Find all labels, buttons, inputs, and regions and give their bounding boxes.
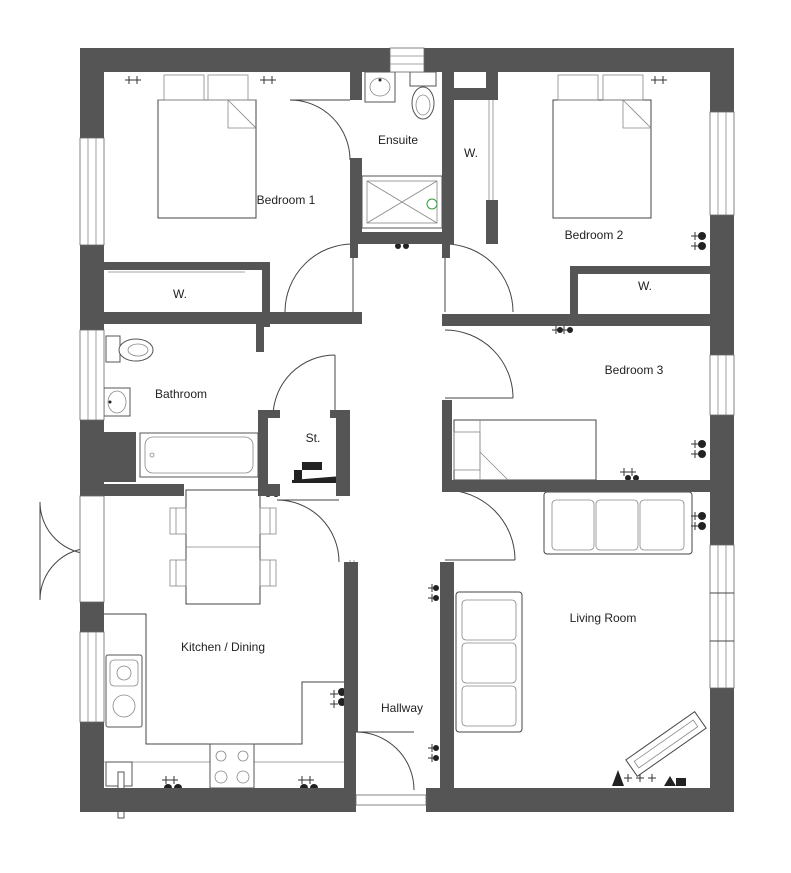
- kitchen-units: [104, 613, 344, 819]
- dining-table: [169, 489, 277, 605]
- windows: [79, 47, 735, 806]
- label-bedroom-1: Bedroom 1: [257, 193, 316, 207]
- bed-bedroom-2: [552, 74, 652, 219]
- label-ensuite: Ensuite: [378, 133, 418, 147]
- label-bedroom-2: Bedroom 2: [565, 228, 624, 242]
- ensuite-fixtures: [361, 71, 443, 229]
- bathroom-fixtures: [103, 335, 259, 478]
- electrical-sockets: [125, 76, 699, 784]
- walls: [80, 48, 734, 812]
- store-shelves: [292, 462, 342, 483]
- label-bedroom-3: Bedroom 3: [605, 363, 664, 377]
- living-furniture: [455, 491, 707, 786]
- label-wardrobe-ensuite: W.: [464, 146, 478, 160]
- label-bathroom: Bathroom: [155, 387, 207, 401]
- bed-bedroom-3: [453, 419, 597, 481]
- label-wardrobe-bedroom-2: W.: [638, 279, 652, 293]
- label-store: St.: [306, 431, 321, 445]
- label-wardrobe-bedroom-1: W.: [173, 287, 187, 301]
- label-kitchen-dining: Kitchen / Dining: [181, 640, 265, 654]
- label-living-room: Living Room: [570, 611, 637, 625]
- bed-bedroom-1: [157, 74, 257, 219]
- label-hallway: Hallway: [381, 701, 423, 715]
